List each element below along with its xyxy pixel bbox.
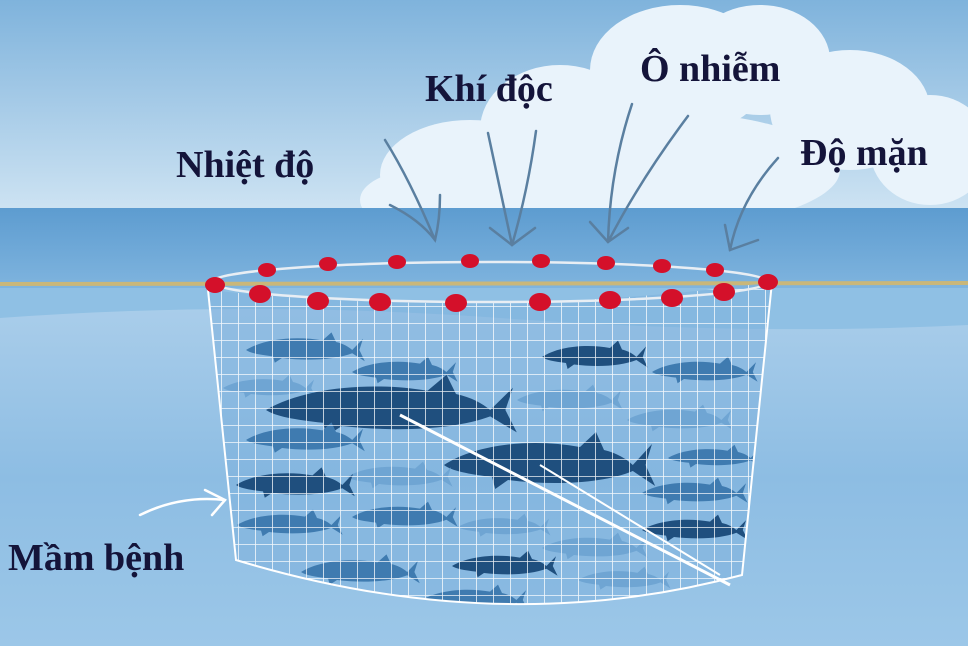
arrow-icons — [138, 102, 780, 517]
rope — [0, 281, 968, 286]
label-pollution: Ô nhiễm — [640, 48, 781, 90]
arrow-toxic-gas-icon — [486, 129, 538, 247]
label-toxic-gas: Khí độc — [425, 68, 553, 110]
arrow-pathogen-icon — [138, 488, 227, 517]
float-ring — [205, 254, 778, 312]
buoys — [205, 254, 778, 312]
cloud — [360, 5, 968, 230]
label-temperature: Nhiệt độ — [176, 144, 315, 186]
fish-net-cage — [207, 281, 773, 606]
arrow-salinity-icon — [723, 156, 780, 252]
sea-horizon — [0, 208, 968, 288]
label-pathogen: Mầm bệnh — [8, 537, 185, 579]
label-salinity: Độ mặn — [800, 132, 928, 174]
arrow-temperature-icon — [383, 138, 442, 243]
arrow-pollution-icon — [588, 102, 690, 244]
